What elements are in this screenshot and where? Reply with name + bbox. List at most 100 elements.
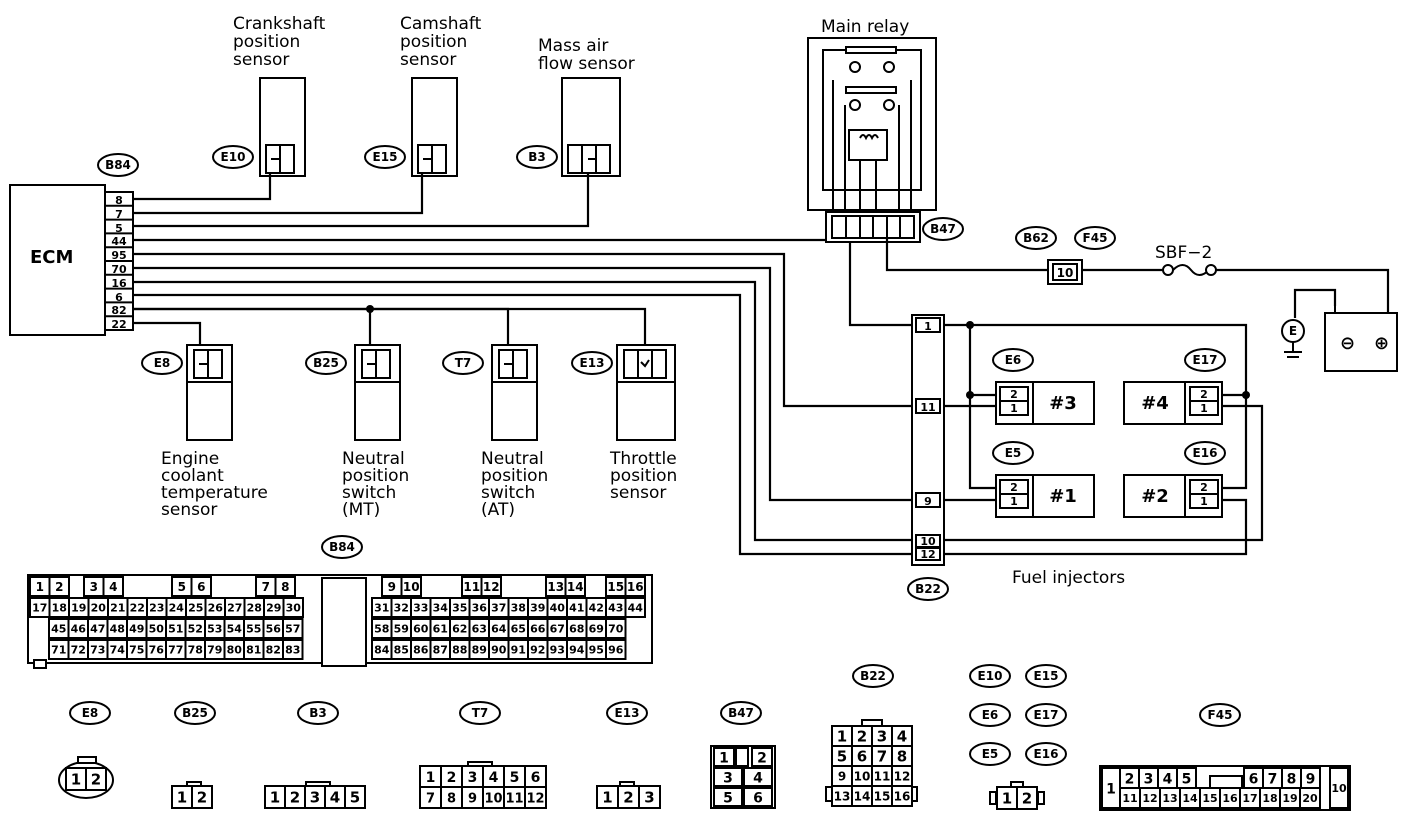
- relay-to-fuse-wire: [885, 238, 1048, 272]
- tag-e6: E6: [992, 348, 1034, 372]
- b84-pin-20: 20: [91, 602, 107, 615]
- bottom-tag-b3: B3: [297, 701, 339, 725]
- fuel-injectors-label: Fuel injectors: [1012, 568, 1125, 588]
- bottom-tag-e5: E5: [969, 742, 1011, 766]
- b22-pin-16: 16: [894, 790, 911, 804]
- b84-pin-93: 93: [550, 644, 565, 657]
- bottom-tag-b22: B22: [852, 664, 894, 688]
- b84-pin-8: 8: [281, 580, 289, 594]
- battery-ground-wire: [1293, 288, 1337, 318]
- b3-pin-4: 4: [330, 789, 340, 807]
- ecm-pin-8: 8: [115, 194, 123, 207]
- bottom-tag-e13: E13: [606, 701, 648, 725]
- b84-pin-25: 25: [188, 602, 203, 615]
- tag-e17: E17: [1184, 348, 1226, 372]
- t7-pin-12: 12: [526, 791, 544, 806]
- svg-text:B47: B47: [728, 706, 754, 720]
- b84-pin-62: 62: [452, 623, 467, 636]
- f45-pin-18: 18: [1262, 792, 1277, 805]
- svg-text:B22: B22: [860, 669, 886, 683]
- svg-text:E8: E8: [82, 706, 99, 720]
- b3-pin-3: 3: [310, 789, 320, 807]
- b84-pin-77: 77: [168, 644, 183, 657]
- e-small-pin-1: 1: [1002, 790, 1012, 808]
- svg-text:E15: E15: [1034, 669, 1059, 683]
- b84-pin-96: 96: [608, 644, 624, 657]
- camshaft-sensor: [411, 77, 458, 177]
- f45-pin-19: 19: [1282, 792, 1297, 805]
- b84-pin-47: 47: [90, 623, 105, 636]
- b84-pin-22: 22: [130, 602, 145, 615]
- f45-pin-2: 2: [1125, 771, 1135, 787]
- b84-pin-35: 35: [452, 602, 467, 615]
- b84-pin-14: 14: [567, 580, 584, 594]
- injector-wires: [944, 321, 1264, 556]
- injector-2-label: #2: [1141, 486, 1169, 507]
- b3-pin-2: 2: [290, 789, 300, 807]
- neutral-at-label-3: switch: [481, 483, 535, 503]
- b22-pin-5: 5: [837, 748, 847, 766]
- b84-pin-2: 2: [55, 580, 63, 594]
- e13-pin-3: 3: [644, 789, 654, 807]
- b84-pin-92: 92: [530, 644, 545, 657]
- f45-pin-1: 1: [1106, 781, 1116, 797]
- svg-text:E8: E8: [154, 356, 171, 370]
- b84-pin-38: 38: [511, 602, 526, 615]
- svg-text:B25: B25: [182, 706, 208, 720]
- camshaft-label-2: position: [400, 32, 467, 52]
- e13-pin-2: 2: [623, 789, 633, 807]
- b84-pin-71: 71: [51, 644, 66, 657]
- b22-connector-strip: 1 11 9 10 12: [911, 314, 945, 566]
- b84-pin-87: 87: [433, 644, 448, 657]
- b84-pin-9: 9: [388, 580, 396, 594]
- fuse-to-battery-wire: [1216, 268, 1390, 313]
- b84-pin-56: 56: [266, 623, 282, 636]
- b84-pin-1: 1: [36, 580, 44, 594]
- b22-pin-10: 10: [920, 535, 936, 548]
- tag-e5: E5: [992, 441, 1034, 465]
- e-small-pin-2: 2: [1022, 790, 1032, 808]
- injector-1: 2 1 #1: [995, 474, 1095, 518]
- f45-pin-13: 13: [1162, 792, 1177, 805]
- t7-pin-9: 9: [468, 791, 477, 806]
- ecm-pin-16: 16: [111, 277, 127, 290]
- svg-text:E5: E5: [982, 747, 999, 761]
- b84-pin-4: 4: [109, 580, 117, 594]
- bottom-tag-e10: E10: [969, 664, 1011, 688]
- b84-pin-13: 13: [547, 580, 564, 594]
- tag-b84-connector: B84: [321, 535, 363, 559]
- camshaft-label-3: sensor: [400, 50, 456, 70]
- neutral-mt-label-1: Neutral: [342, 449, 405, 469]
- main-relay-label: Main relay: [821, 17, 909, 37]
- b84-pin-37: 37: [491, 602, 506, 615]
- b84-pin-60: 60: [413, 623, 429, 636]
- b84-pin-41: 41: [569, 602, 584, 615]
- svg-text:B84: B84: [105, 158, 131, 172]
- svg-text:B3: B3: [528, 150, 546, 164]
- svg-text:E16: E16: [1193, 446, 1218, 460]
- b84-pin-34: 34: [433, 602, 449, 615]
- b84-pin-79: 79: [207, 644, 222, 657]
- svg-text:SBF−2: SBF−2: [1155, 243, 1212, 263]
- tag-e16: E16: [1184, 441, 1226, 465]
- b22-pin-15: 15: [874, 790, 891, 804]
- f45-pin-11: 11: [1122, 792, 1137, 805]
- b84-pin-81: 81: [246, 644, 261, 657]
- tag-b3: B3: [516, 145, 558, 169]
- bottom-tag-b25: B25: [174, 701, 216, 725]
- injector-1-label: #1: [1049, 486, 1077, 507]
- coolant-label-2: coolant: [161, 466, 224, 486]
- svg-text:F45: F45: [1083, 231, 1108, 245]
- b84-pin-6: 6: [197, 580, 205, 594]
- crankshaft-sensor: [259, 77, 306, 177]
- b84-pin-66: 66: [530, 623, 546, 636]
- b84-pin-39: 39: [530, 602, 545, 615]
- b3-pin-1: 1: [270, 789, 280, 807]
- svg-text:T7: T7: [472, 706, 489, 720]
- injector-3-label: #3: [1049, 393, 1077, 414]
- f45-pin-8: 8: [1287, 771, 1297, 787]
- coolant-label-4: sensor: [161, 500, 217, 520]
- b84-pin-75: 75: [129, 644, 144, 657]
